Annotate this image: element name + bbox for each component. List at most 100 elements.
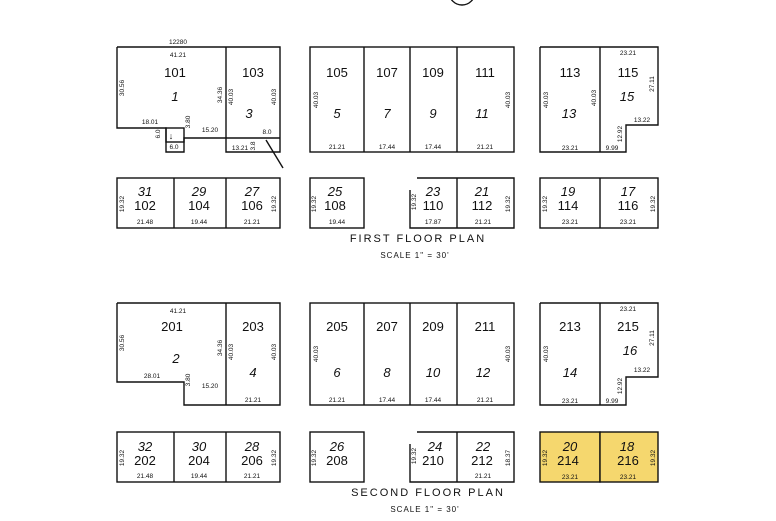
dim-label: 9.99 <box>606 145 619 152</box>
first-block-b-outline <box>309 46 515 153</box>
dim-label: 21.48 <box>137 473 154 480</box>
dim-label: 19.32 <box>119 449 126 466</box>
dim-label: 23.21 <box>562 398 579 405</box>
unit-210-label: 210 <box>422 453 444 468</box>
lot-20-label: 20 <box>562 439 578 454</box>
dim-label: 40.03 <box>313 345 320 362</box>
dim-label: 40.03 <box>228 343 235 360</box>
dim-label: 19.32 <box>271 195 278 212</box>
lot-21-label: 21 <box>474 184 489 199</box>
dim-label: 40.03 <box>228 88 235 105</box>
dim-label: 40.03 <box>505 91 512 108</box>
dim-label: 3.80 <box>185 373 192 386</box>
unit-108-label: 108 <box>324 198 346 213</box>
dim-label: 12.92 <box>617 377 624 394</box>
first-block-a-notch <box>165 127 185 143</box>
unit-208-label: 208 <box>326 453 348 468</box>
dim-label: 19.32 <box>505 195 512 212</box>
first-block-e-outline <box>309 177 365 229</box>
lot-26-label: 26 <box>329 439 345 454</box>
dim-label: 28.01 <box>144 373 161 380</box>
lot-15-label: 15 <box>620 89 635 104</box>
unit-207-label: 207 <box>376 319 398 334</box>
unit-216-highlight[interactable] <box>599 431 659 483</box>
dim-label: 17.44 <box>379 397 396 404</box>
dim-label: 34.36 <box>217 339 224 356</box>
dim-label: 3.8 <box>250 141 257 150</box>
dim-label: 34.36 <box>217 86 224 103</box>
unit-215-label: 215 <box>617 319 639 334</box>
lot-10-label: 10 <box>426 365 441 380</box>
lot-18-label: 18 <box>620 439 635 454</box>
dim-label: 21.21 <box>245 397 262 404</box>
dim-label: 41.21 <box>170 52 187 59</box>
lot-7-label: 7 <box>383 106 391 121</box>
dim-label: 19.32 <box>542 449 549 466</box>
dim-label: 21.48 <box>137 219 154 226</box>
lot-2-label: 2 <box>171 351 180 366</box>
unit-212-label: 212 <box>471 453 493 468</box>
dim-label: 21.21 <box>477 144 494 151</box>
arrow-mark: ↓ <box>169 131 174 141</box>
unit-205-label: 205 <box>326 319 348 334</box>
dim-label: 19.32 <box>311 195 318 212</box>
dim-label: 3.80 <box>185 115 192 128</box>
unit-106-label: 106 <box>241 198 263 213</box>
dim-label: 21.21 <box>477 397 494 404</box>
lot-32-label: 32 <box>138 439 153 454</box>
lot-24-label: 24 <box>427 439 442 454</box>
unit-103-label: 103 <box>242 65 264 80</box>
first-floor-scale: SCALE 1" = 30' <box>380 251 449 260</box>
unit-110-label: 110 <box>423 198 444 213</box>
unit-211-label: 211 <box>475 319 496 334</box>
north-marker <box>450 0 474 6</box>
lot-5-label: 5 <box>333 106 341 121</box>
lot-31-label: 31 <box>138 184 152 199</box>
dim-label: 21.21 <box>475 473 492 480</box>
dim-label: 18.37 <box>505 449 512 466</box>
unit-204-label: 204 <box>188 453 210 468</box>
dim-label: 30.56 <box>119 79 126 96</box>
top-dimension: 12280 <box>169 39 187 46</box>
dim-label: 23.21 <box>620 474 637 481</box>
lot-12-label: 12 <box>476 365 491 380</box>
second-block-d-outline <box>116 431 281 483</box>
unit-206-label: 206 <box>241 453 263 468</box>
dim-label: 21.21 <box>244 473 261 480</box>
dim-label: 23.21 <box>620 50 637 57</box>
first-block-g-outline <box>539 177 659 229</box>
unit-102-label: 102 <box>134 198 156 213</box>
dim-label: 23.21 <box>620 219 637 226</box>
lot-23-label: 23 <box>425 184 441 199</box>
unit-111-label: 111 <box>475 65 495 80</box>
dim-label: 15.20 <box>202 127 219 134</box>
unit-214-label: 214 <box>557 453 579 468</box>
dim-label: 17.44 <box>425 397 442 404</box>
dim-label: 19.32 <box>542 195 549 212</box>
dim-label: 18.01 <box>142 119 159 126</box>
unit-113-label: 113 <box>560 65 581 80</box>
dim-label: 13.22 <box>634 367 651 374</box>
first-block-c-outline <box>539 46 659 153</box>
dim-label: 17.44 <box>425 144 442 151</box>
lot-4-label: 4 <box>249 365 256 380</box>
unit-213-label: 213 <box>559 319 581 334</box>
dim-label: 19.32 <box>650 195 657 212</box>
lot-1-label: 1 <box>171 89 178 104</box>
dim-label: 19.44 <box>191 219 208 226</box>
dim-label: 8.0 <box>262 129 271 136</box>
dim-label: 15.20 <box>202 383 219 390</box>
dim-label: 6.0 <box>155 129 162 138</box>
dim-label: 30.56 <box>119 334 126 351</box>
dim-label: 19.32 <box>650 449 657 466</box>
first-block-a-arrow <box>265 139 284 169</box>
dim-label: 21.21 <box>244 219 261 226</box>
second-floor-title: SECOND FLOOR PLAN <box>351 487 505 499</box>
dim-label: 17.44 <box>379 144 396 151</box>
unit-209-label: 209 <box>422 319 444 334</box>
first-block-a-outline <box>116 46 281 153</box>
dim-label: 19.44 <box>329 219 346 226</box>
dim-label: 40.03 <box>591 89 598 106</box>
lot-28-label: 28 <box>244 439 260 454</box>
first-block-f-outline <box>409 177 515 229</box>
